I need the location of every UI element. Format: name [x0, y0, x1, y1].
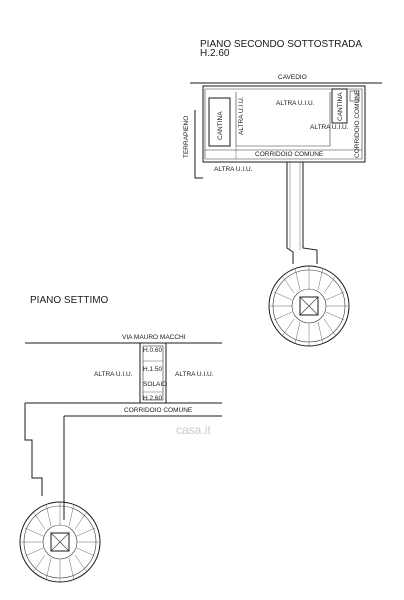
altra-uiu-left-label: ALTRA U.I.U.	[94, 371, 133, 378]
corridoio-comune-label: CORRIDOIO COMUNE	[255, 151, 324, 158]
central-unit-inner	[142, 345, 164, 401]
lower-spiral-staircase	[19, 501, 101, 583]
height-150-label: H.1.50	[143, 366, 163, 373]
cantina-right-room	[331, 88, 348, 124]
terrapieno-label: TERRAPIENO	[183, 116, 190, 158]
altra-uiu-right-label: ALTRA U.I.U.	[310, 124, 349, 131]
lower-corridoio-label: CORRIDOIO COMUNE	[124, 407, 193, 414]
height-060-label: H.0.60	[143, 347, 163, 354]
street-label: VIA MAURO MACCHI	[122, 334, 186, 341]
solaio-label: SOLAIO	[143, 381, 167, 388]
upper-inner-walls	[204, 88, 363, 160]
corridor-inner-line	[289, 162, 301, 250]
upper-stair-corridor	[286, 162, 318, 264]
altra-uiu-vertical-label: ALTRA U.I.U.	[238, 96, 245, 135]
upper-plan-height: H.2.60	[200, 48, 230, 59]
altra-uiu-right-label: ALTRA U.I.U.	[175, 371, 214, 378]
cavedio-label: CAVEDIO	[278, 74, 307, 81]
terrapieno-wall	[194, 110, 203, 179]
altra-uiu-top-label: ALTRA U.I.U.	[276, 100, 315, 107]
lower-floor-plan: PIANO SETTIMO VIA MAURO MACCHI H.0.60 H.…	[19, 295, 222, 583]
slope-lines	[143, 360, 163, 393]
upper-plan-title: PIANO SECONDO SOTTOSTRADA	[200, 39, 362, 50]
upper-floor-plan: PIANO SECONDO SOTTOSTRADA H.2.60 CAVEDIO…	[183, 39, 382, 347]
upper-partition	[235, 92, 331, 147]
cantina-left-label: CANTINA	[217, 111, 224, 140]
cantina-left-room	[208, 97, 231, 147]
cantina-right-label: CANTINA	[337, 92, 344, 121]
upper-spiral-staircase	[268, 265, 350, 347]
corridoio-comune-vertical-label: CORRIDOIO COMUNE	[354, 89, 361, 158]
height-260-label: H.2.60	[143, 395, 163, 402]
watermark-text: casa.it	[176, 423, 211, 437]
cantina-right-door	[349, 90, 360, 102]
upper-outer-walls	[202, 85, 366, 163]
lower-plan-title: PIANO SETTIMO	[30, 295, 109, 306]
altra-uiu-bottom-label: ALTRA U.I.U.	[214, 166, 253, 173]
